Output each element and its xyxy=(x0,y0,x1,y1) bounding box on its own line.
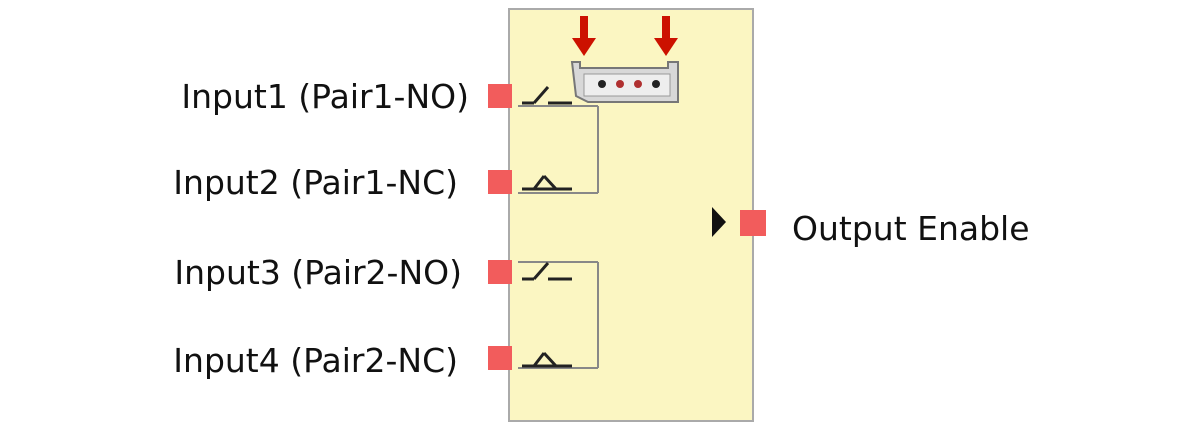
input2-pin-icon[interactable] xyxy=(488,170,512,194)
input2-label: Input2 (Pair1-NC) xyxy=(173,163,458,202)
output-label: Output Enable xyxy=(792,209,1030,248)
input1-label: Input1 (Pair1-NO) xyxy=(181,77,469,116)
input3-label: Input3 (Pair2-NO) xyxy=(174,253,462,292)
output-pin-icon[interactable] xyxy=(740,210,766,236)
input1-pin-icon[interactable] xyxy=(488,84,512,108)
pair2-wiring xyxy=(518,261,599,369)
input4-nc-contact-icon xyxy=(522,351,572,368)
output-marker-icon xyxy=(712,207,726,237)
input4-label: Input4 (Pair2-NC) xyxy=(173,341,458,380)
input4-pin-icon[interactable] xyxy=(488,346,512,370)
press-arrow-icon-right xyxy=(654,16,678,56)
input2-nc-contact-icon xyxy=(522,174,572,191)
press-arrow-icon-left xyxy=(572,16,596,56)
input1-no-contact-icon xyxy=(522,86,572,105)
pair1-wiring xyxy=(518,105,599,194)
input3-pin-icon[interactable] xyxy=(488,260,512,284)
two-hand-switch-icon xyxy=(570,61,679,103)
input3-no-contact-icon xyxy=(522,262,572,281)
